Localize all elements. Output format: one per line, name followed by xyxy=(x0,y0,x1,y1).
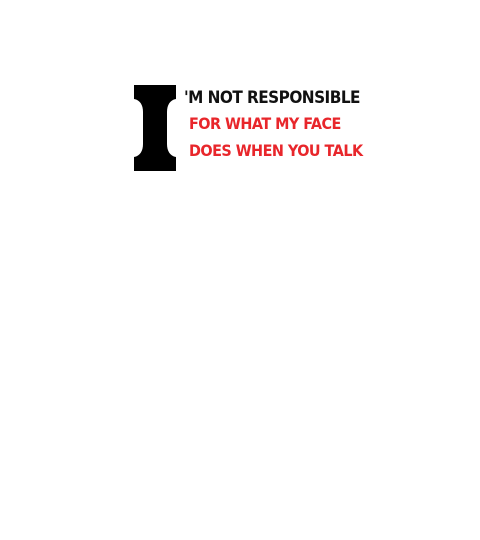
slogan-line-3: DOES WHEN YOU TALK xyxy=(189,141,363,160)
big-letter-i xyxy=(134,85,176,171)
slogan-line-1: 'M NOT RESPONSIBLE xyxy=(184,88,360,108)
slogan-line-2: FOR WHAT MY FACE xyxy=(189,114,341,133)
